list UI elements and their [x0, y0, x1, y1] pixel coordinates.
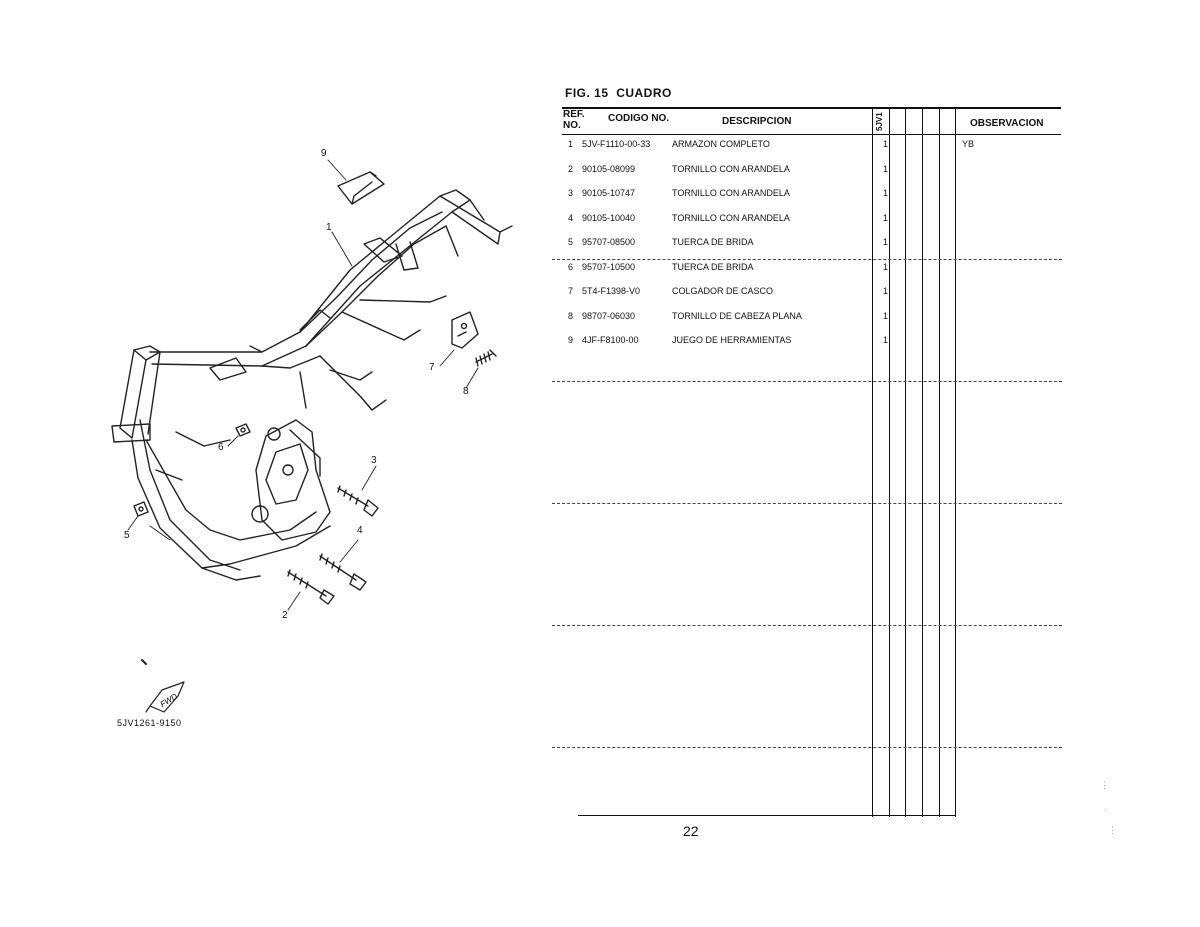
row-divider: [552, 259, 1062, 260]
table-top-rule: [562, 107, 1061, 109]
cell-codigo: 90105-08099: [582, 163, 636, 174]
callout-4: 4: [357, 525, 363, 536]
header-ref-line1: REF.: [563, 109, 585, 120]
rear-bracing: [299, 295, 447, 411]
callout-5: 5: [124, 530, 130, 541]
cell-descripcion: TORNILLO CON ARANDELA: [672, 212, 790, 223]
bolt-4: [319, 553, 367, 591]
parts-table: REF. NO. CODIGO NO. DESCRIPCION 5JV1 OBS…: [552, 107, 1062, 817]
col-rule: [955, 107, 956, 817]
callout-8: 8: [463, 386, 469, 397]
header-model: 5JV1: [875, 112, 884, 131]
header-observacion: OBSERVACION: [970, 118, 1044, 129]
cell-descripcion: TORNILLO DE CABEZA PLANA: [672, 310, 802, 321]
cell-qty: 1: [883, 286, 889, 296]
cell-qty: 1: [883, 139, 889, 149]
cell-descripcion: TORNILLO CON ARANDELA: [672, 163, 790, 174]
col-rule: [939, 107, 940, 817]
table-bottom-rule: [578, 815, 956, 816]
cell-descripcion: TUERCA DE BRIDA: [672, 261, 754, 272]
page-number: 22: [683, 823, 699, 839]
flange-nut-6: [235, 423, 251, 437]
cell-ref: 3: [568, 188, 574, 198]
cell-ref: 5: [568, 237, 574, 247]
scan-speck: ⋮: [1108, 825, 1117, 835]
figure-label: FIG. 15: [565, 86, 609, 100]
callout-2: 2: [282, 610, 288, 621]
tool-kit-bag: [337, 171, 385, 205]
row-divider: [552, 503, 1062, 504]
cell-descripcion: TORNILLO CON ARANDELA: [672, 188, 790, 198]
pan-head-screw: [475, 349, 497, 367]
cell-codigo: 90105-10040: [582, 212, 636, 223]
seat-rail: [299, 189, 513, 347]
cell-codigo: 5T4-F1398-V0: [582, 286, 641, 296]
down-tubes: [131, 419, 331, 581]
callout-3: 3: [371, 455, 377, 466]
cell-codigo: 4JF-F8100-00: [582, 335, 639, 345]
callout-1: 1: [326, 222, 332, 233]
header-descripcion: DESCRIPCION: [722, 116, 792, 127]
helmet-holder: [451, 311, 479, 349]
cell-ref: 9: [568, 335, 574, 345]
col-rule: [889, 107, 890, 817]
cell-descripcion: ARMAZON COMPLETO: [672, 139, 770, 149]
figure-name: CUADRO: [616, 86, 672, 100]
col-rule: [905, 107, 906, 817]
pivot-plate: [251, 419, 331, 541]
header-ref-line2: NO.: [563, 120, 581, 131]
cell-ref: 4: [568, 212, 574, 223]
cell-ref: 7: [568, 286, 574, 296]
frame-diagram: FWD 9 1 7 8 6 3 4 5 2 5JV1261-9150: [0, 0, 560, 927]
cell-ref: 6: [568, 261, 574, 272]
cell-qty: 1: [883, 188, 889, 198]
row-divider: [552, 381, 1062, 382]
bolt-3: [337, 485, 379, 517]
cell-codigo: 90105-10747: [582, 188, 636, 198]
cell-ref: 2: [568, 163, 574, 174]
header-ref: REF. NO.: [563, 109, 585, 131]
scan-speck: ⋮: [1100, 780, 1109, 790]
frame-illustration: FWD: [111, 159, 513, 713]
cell-qty: 1: [883, 212, 889, 223]
cell-qty: 1: [883, 335, 889, 345]
col-rule: [872, 107, 873, 817]
header-rule: [562, 134, 1061, 135]
cell-qty: 1: [883, 237, 889, 247]
cell-codigo: 95707-10500: [582, 261, 636, 272]
flange-nut-5: [133, 501, 149, 517]
bolt-2: [287, 569, 335, 605]
main-backbone: [149, 211, 447, 381]
callout-9: 9: [321, 148, 327, 159]
scan-speck: ⋅: [1104, 805, 1107, 815]
steering-head: [111, 345, 161, 443]
cell-qty: 1: [883, 310, 889, 321]
leader-lines: [127, 159, 479, 611]
cell-observacion: YB: [962, 139, 975, 149]
cell-descripcion: TUERCA DE BRIDA: [672, 237, 754, 247]
cell-ref: 8: [568, 310, 574, 321]
header-codigo: CODIGO NO.: [608, 113, 670, 124]
cell-qty: 1: [883, 163, 889, 174]
fwd-arrow-icon: [145, 681, 185, 713]
callout-6: 6: [218, 442, 224, 453]
cell-codigo: 95707-08500: [582, 237, 636, 247]
cell-descripcion: JUEGO DE HERRAMIENTAS: [672, 335, 792, 345]
cell-codigo: 98707-06030: [582, 310, 636, 321]
col-rule: [922, 107, 923, 817]
cell-qty: 1: [883, 261, 889, 272]
cell-ref: 1: [568, 139, 574, 149]
cell-descripcion: COLGADOR DE CASCO: [672, 286, 774, 296]
row-divider: [552, 625, 1062, 626]
drawing-code: 5JV1261-9150: [117, 718, 182, 728]
cell-codigo: 5JV-F1110-00-33: [582, 139, 651, 149]
callout-7: 7: [429, 362, 435, 373]
figure-title: FIG. 15 CUADRO: [565, 86, 672, 100]
row-divider: [552, 747, 1062, 748]
